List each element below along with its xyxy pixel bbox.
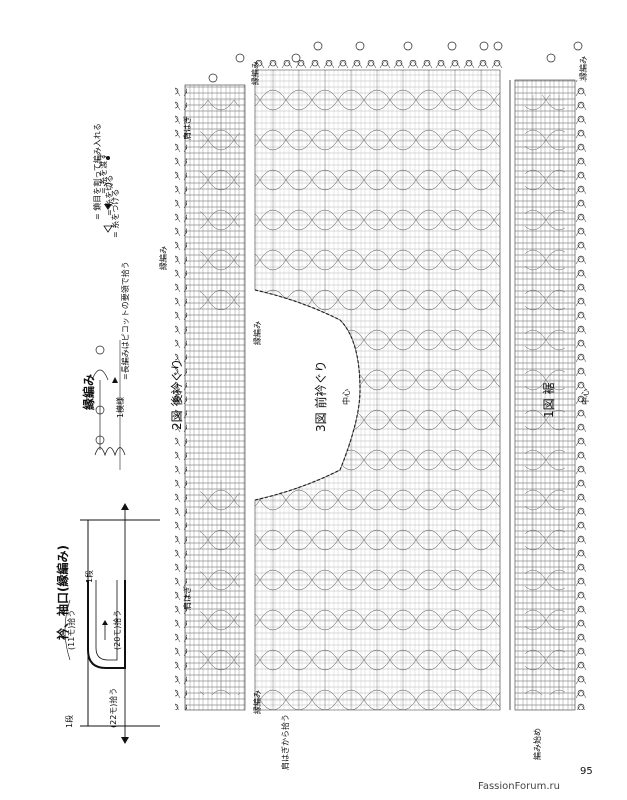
picot-note: =長編みはピコットの要領で拾う	[121, 261, 130, 380]
legend-item-4: = 鎖目を割って編み入れる	[93, 123, 102, 220]
center-label-fig3: 中心	[342, 389, 351, 405]
collar-pick-11: (11モ)拾う	[67, 609, 76, 650]
center-label-fig2: 中心	[173, 389, 182, 405]
edging-label-top: 縁編み	[251, 61, 260, 85]
collar-pick-20: (20モ)拾う	[113, 609, 122, 650]
edging-label-right: 縁編み	[579, 56, 588, 80]
figure-3-label: 3図 前衿ぐり	[314, 360, 328, 432]
edging-label-mid: 縁編み	[253, 321, 262, 345]
edging-title: 縁編み	[82, 373, 96, 410]
site-credit: FassionForum.ru	[478, 781, 560, 792]
figure-2-chart	[175, 84, 246, 711]
figure-1-label: 1図 裾	[542, 382, 556, 418]
cut-yarn-icon	[104, 204, 112, 210]
collar-row-1a: 1段	[85, 569, 94, 583]
carry-yarn-icon	[103, 182, 113, 187]
collar-pick-22: (22モ)拾う	[109, 687, 118, 728]
shoulder-label-bottom: 肩はぎ	[183, 586, 192, 610]
edging-label-left: 縁編み	[159, 246, 168, 270]
edging-motif	[91, 340, 126, 470]
figure-3-chart	[250, 60, 505, 711]
join-yarn-icon	[103, 225, 113, 233]
collar-row-1b: 1段	[65, 714, 74, 728]
edging-repeat: 1模様	[116, 396, 125, 418]
split-chain-icon	[106, 156, 110, 160]
join-note: 肩はぎから拾う	[281, 714, 290, 770]
shoulder-label-top: 肩はぎ	[183, 116, 192, 140]
start-label: 編み始め	[533, 728, 542, 760]
collar-cuff-diagram	[64, 503, 160, 744]
edging-label-bottom: 縁編み	[253, 690, 262, 714]
row-markers	[208, 41, 583, 83]
center-label-fig1: 中心	[581, 389, 590, 405]
figure-1-chart	[509, 79, 586, 711]
page-number: 95	[580, 766, 593, 777]
legend-symbols	[103, 156, 113, 233]
